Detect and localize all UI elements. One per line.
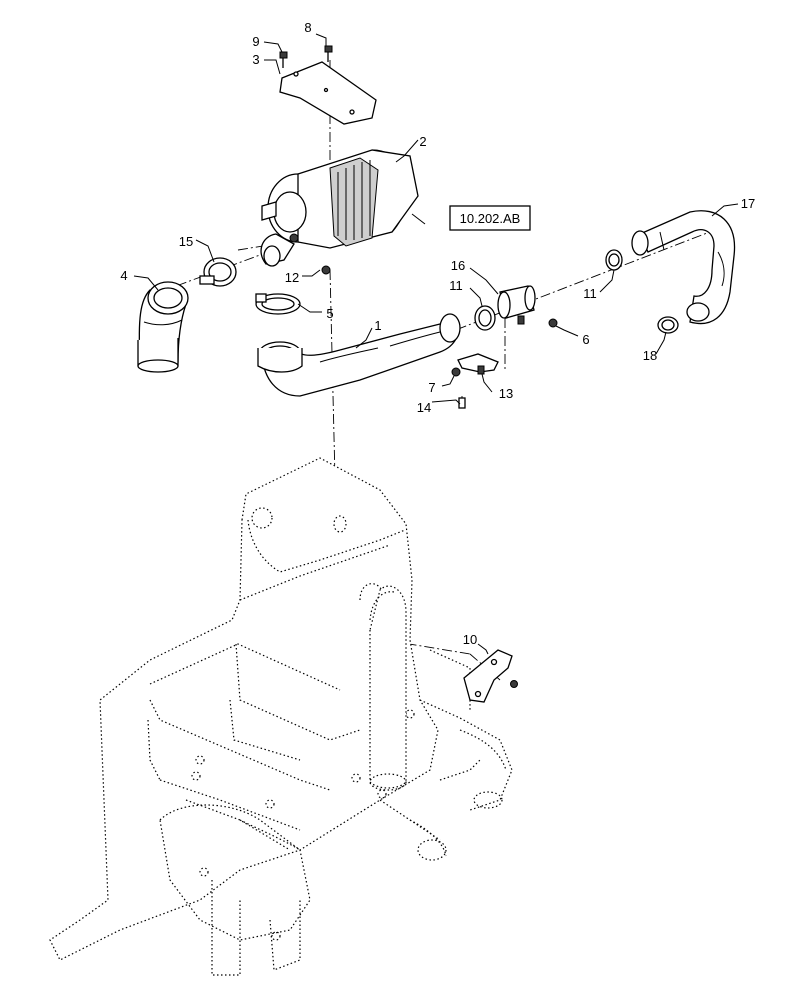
- callout-18: 18: [643, 348, 657, 363]
- bolt-8: [324, 45, 333, 62]
- bracket-13: [457, 353, 499, 375]
- callout-17: 17: [741, 196, 755, 211]
- callout-15: 15: [179, 234, 193, 249]
- callout-1: 1: [374, 318, 381, 333]
- reference-code: 10.202.AB: [460, 211, 521, 226]
- callout-5: 5: [326, 306, 333, 321]
- callout-3: 3: [252, 52, 259, 67]
- callout-2: 2: [419, 134, 426, 149]
- clamp-5: [255, 293, 301, 315]
- callout-11-right: 11: [583, 286, 597, 301]
- callout-10: 10: [463, 632, 477, 647]
- clamp-15: [199, 257, 237, 287]
- inlet-elbow: [137, 281, 189, 373]
- mounting-plate: [279, 61, 377, 125]
- callout-7: 7: [428, 380, 435, 395]
- callout-labels: 8 9 3 2 15 4 12 5 1 16 11 11 6 17 18 7 1…: [120, 20, 755, 647]
- callout-13: 13: [499, 386, 513, 401]
- exhaust-stack: [369, 585, 407, 791]
- clamp-11-right: [605, 249, 623, 271]
- air-cleaner: [260, 149, 419, 267]
- callout-6: 6: [582, 332, 589, 347]
- nut-7: [451, 367, 461, 377]
- connector-16: [497, 285, 536, 325]
- bracket-10: [463, 649, 518, 703]
- outlet-tube: [631, 210, 736, 325]
- callout-11-left: 11: [449, 278, 463, 293]
- bolt-9: [279, 51, 288, 68]
- reference-box[interactable]: 10.202.AB: [449, 205, 531, 231]
- machine-frame: [49, 457, 513, 976]
- callout-14: 14: [417, 400, 431, 415]
- bolt-12: [321, 265, 331, 275]
- callout-4: 4: [120, 268, 127, 283]
- callout-12: 12: [285, 270, 299, 285]
- callout-8: 8: [304, 20, 311, 35]
- stud-14: [458, 397, 466, 409]
- callout-9: 9: [252, 34, 259, 49]
- clamp-18: [657, 316, 679, 334]
- clamp-11-left: [474, 305, 496, 331]
- callout-leaders: [133, 33, 739, 655]
- nut-6: [548, 318, 558, 328]
- intake-hose: [257, 313, 461, 397]
- callout-16: 16: [451, 258, 465, 273]
